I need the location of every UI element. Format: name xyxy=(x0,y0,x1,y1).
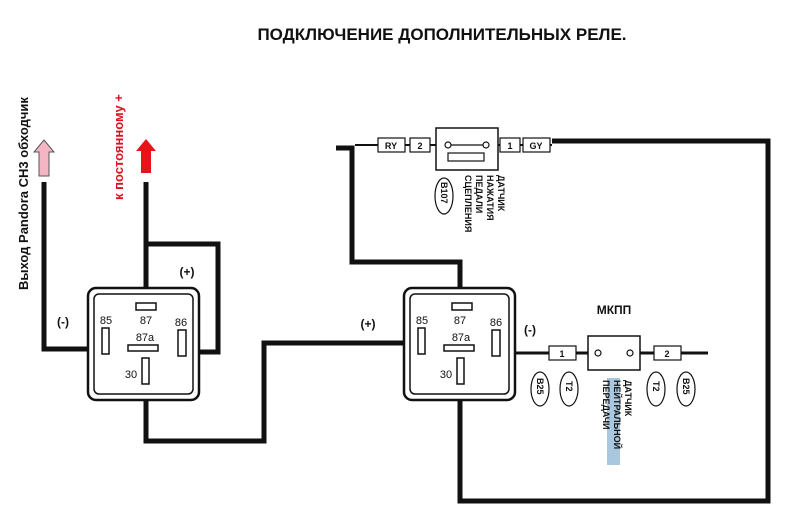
relay-right-pin-30: 30 xyxy=(440,369,452,381)
gearbox-left-code-1: B25 xyxy=(535,378,545,395)
svg-text:НЕЙТРАЛЬНОЙ: НЕЙТРАЛЬНОЙ xyxy=(612,380,623,449)
svg-text:ДАТЧИК: ДАТЧИК xyxy=(496,175,506,212)
relay-left-minus-label: (-) xyxy=(57,315,69,329)
relay-right: 87 85 86 87a 30 xyxy=(402,286,517,402)
relay-right-pin-85: 85 xyxy=(416,315,428,327)
pin-30-terminal xyxy=(141,357,150,385)
wire-30-to-85 xyxy=(143,340,420,444)
pin-87-terminal xyxy=(451,302,473,311)
relay-right-pin-86: 86 xyxy=(490,317,502,329)
clutch-pin-right: 1 xyxy=(507,141,512,151)
pin-85-terminal xyxy=(101,327,110,355)
relay-left-plus-label: (+) xyxy=(180,265,195,279)
svg-text:ПЕРЕДАЧИ: ПЕРЕДАЧИ xyxy=(601,380,611,430)
pin-87a-terminal xyxy=(127,344,159,352)
relay-left-pin-86: 86 xyxy=(175,317,187,329)
gearbox-neutral-sensor: МКПП 1 2 B25 T2 T2 B25 ДАТЧИК НЕЙТРАЛЬНО… xyxy=(530,303,696,465)
relay-right-pin-87: 87 xyxy=(454,315,466,327)
pin-87a-terminal xyxy=(443,344,475,352)
pin-87-terminal xyxy=(135,302,157,311)
pin-30-terminal xyxy=(456,357,465,385)
gearbox-title: МКПП xyxy=(597,303,632,317)
pandora-output-label: Выход Pandora CH3 обходчик xyxy=(16,97,31,290)
pin-86-terminal xyxy=(491,329,501,357)
wire-constant-to-86 xyxy=(146,241,221,355)
wire-sensor-to-87 xyxy=(336,145,463,303)
relay-left-pin-85: 85 xyxy=(100,315,112,327)
relay-right-pin-87a: 87a xyxy=(452,332,471,344)
wires xyxy=(41,138,771,504)
wire-sensor-to-30 xyxy=(457,138,771,504)
relay-left-pin-87: 87 xyxy=(140,315,152,327)
svg-text:ДАТЧИК: ДАТЧИК xyxy=(623,380,633,417)
pandora-arrow-icon xyxy=(32,139,56,177)
clutch-pin-left: 2 xyxy=(417,141,422,151)
svg-text:СЦЕПЛЕНИЯ: СЦЕПЛЕНИЯ xyxy=(463,175,473,232)
diagram-title: ПОДКЛЮЧЕНИЕ ДОПОЛНИТЕЛЬНЫХ РЕЛЕ. xyxy=(257,25,626,44)
constant-arrow-icon xyxy=(136,139,156,173)
pin-86-terminal xyxy=(177,329,187,357)
svg-text:НАЖАТИЯ: НАЖАТИЯ xyxy=(485,175,495,221)
clutch-sensor: RY 2 1 GY B107 ДАТЧИК НАЖАТИЯ ПЕДАЛИ СЦЕ… xyxy=(377,127,551,232)
gearbox-right-code-1: T2 xyxy=(651,381,661,392)
gearbox-sensor-name: ДАТЧИК НЕЙТРАЛЬНОЙ ПЕРЕДАЧИ xyxy=(601,380,633,449)
clutch-wire-right: GY xyxy=(529,141,542,151)
clutch-sensor-body xyxy=(435,127,499,171)
constant-plus-label: к постоянному + xyxy=(111,94,126,200)
gearbox-pin-left: 1 xyxy=(559,349,564,359)
clutch-sensor-name: ДАТЧИК НАЖАТИЯ ПЕДАЛИ СЦЕПЛЕНИЯ xyxy=(463,175,506,232)
relay-left-pin-30: 30 xyxy=(125,369,137,381)
pin-85-terminal xyxy=(417,327,426,355)
highlight-mark xyxy=(607,378,620,465)
wire-pandora-to-85 xyxy=(41,182,106,352)
svg-text:ПЕДАЛИ: ПЕДАЛИ xyxy=(474,175,484,213)
relay-left: 87 85 86 87a 30 xyxy=(86,286,201,402)
relay-right-plus-label: (+) xyxy=(361,317,376,331)
clutch-sensor-code: B107 xyxy=(439,182,449,204)
gearbox-right-code-2: B25 xyxy=(681,378,691,395)
clutch-wire-left: RY xyxy=(385,141,397,151)
relay-right-minus-label: (-) xyxy=(524,323,536,337)
gearbox-pin-right: 2 xyxy=(664,349,669,359)
relay-left-pin-87a: 87a xyxy=(136,332,155,344)
gearbox-left-code-2: T2 xyxy=(564,381,574,392)
